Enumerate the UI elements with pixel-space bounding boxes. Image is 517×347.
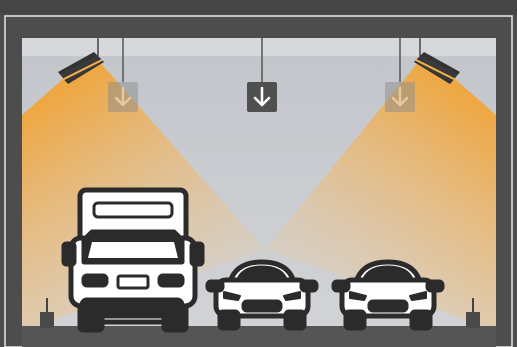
frame-top-band [0, 0, 517, 14]
truck [64, 190, 202, 330]
